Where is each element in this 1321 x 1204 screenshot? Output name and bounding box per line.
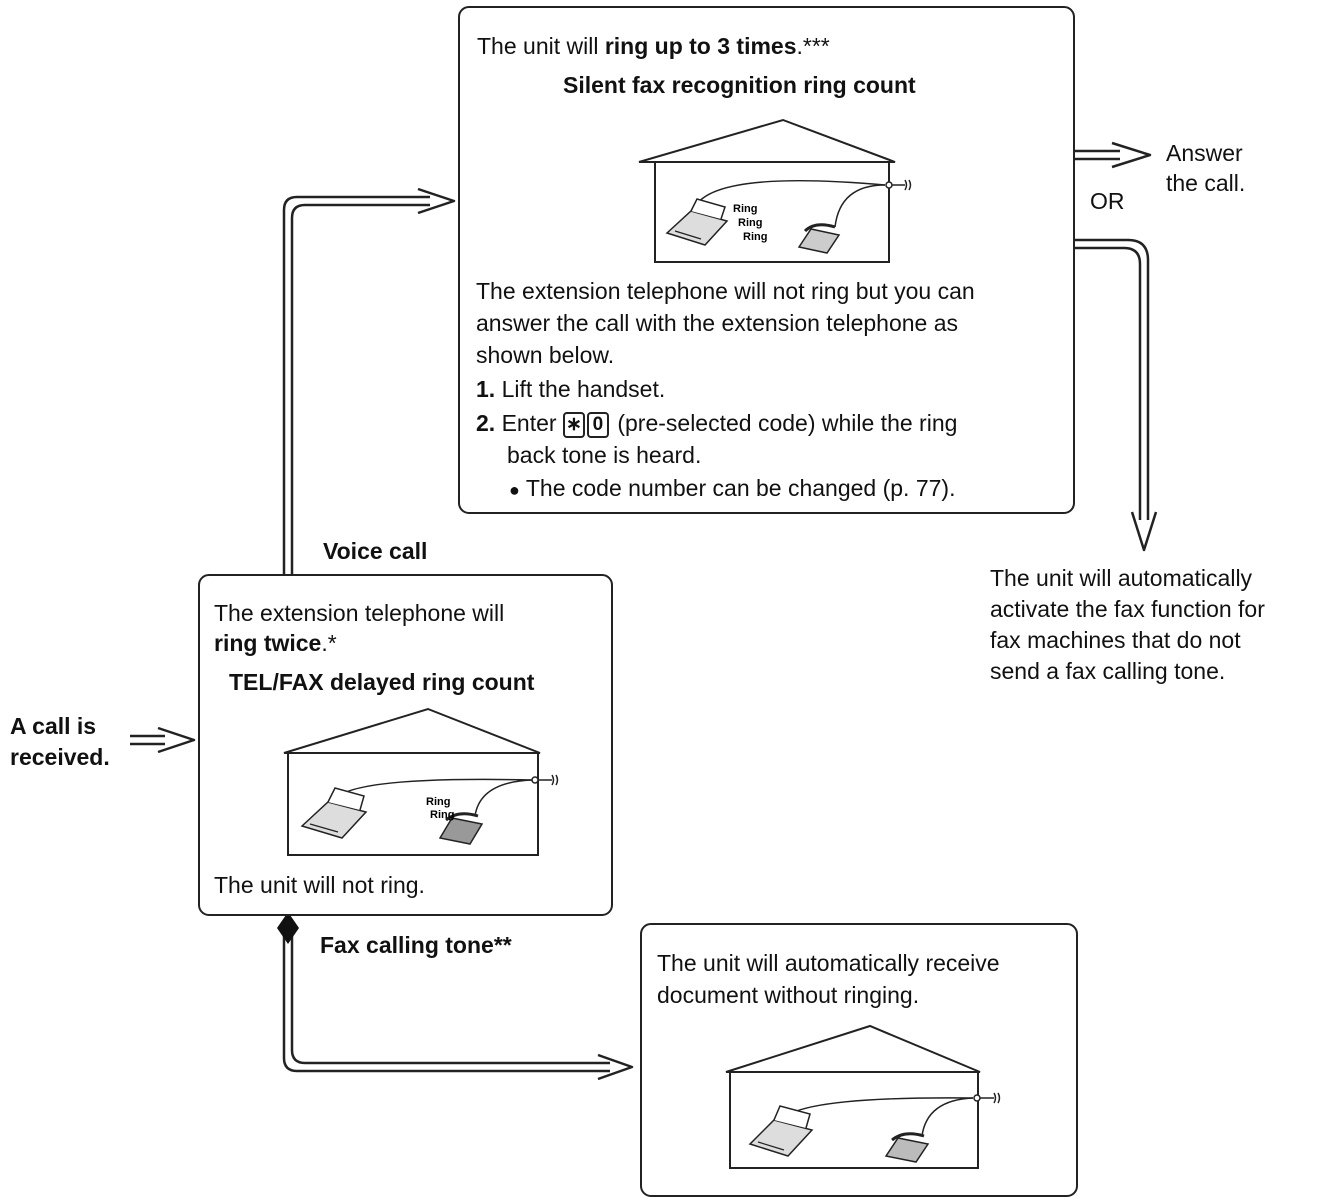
telephone-icon <box>797 223 841 254</box>
silent-fax-title: Silent fax recognition ring count <box>563 72 916 98</box>
answer-label-2: the call. <box>1166 170 1246 196</box>
top-ring-bold: ring up to 3 times <box>604 33 797 59</box>
code-note: ● The code number can be changed (p. 77)… <box>509 473 955 505</box>
fax-machine-icon <box>300 787 368 839</box>
auto-4: send a fax calling tone. <box>990 658 1226 684</box>
mid-line-1: The extension telephone will <box>214 600 505 626</box>
step-1-text: Lift the handset. <box>501 376 666 402</box>
auto-receive-box <box>640 923 1078 1197</box>
step-1-number: 1. <box>476 376 496 402</box>
branch-diamond <box>277 912 299 944</box>
ring-twice-bold: ring twice <box>214 630 322 656</box>
top-ring-line: The unit will ring up to 3 times.*** <box>477 31 830 61</box>
telephone-icon <box>884 1132 930 1163</box>
ring-word: Ring <box>430 809 454 821</box>
ring-word: Ring <box>738 217 762 229</box>
step-2-cont: back tone is heard. <box>507 442 702 468</box>
step-2: 2. Enter ∗0 (pre-selected code) while th… <box>476 408 957 438</box>
zero-key-icon: 0 <box>586 412 609 438</box>
fax-machine-icon <box>665 198 729 246</box>
house-scene-silent: Ring Ring Ring <box>638 118 912 263</box>
tel-fax-box <box>198 574 613 916</box>
step-1: 1. Lift the handset. <box>476 374 665 404</box>
mid-footer: The unit will not ring. <box>214 872 425 898</box>
mid-line-2: ring twice.* <box>214 628 337 658</box>
bottom-line-1: The unit will automatically receive <box>657 950 1000 976</box>
bullet-icon: ● <box>509 480 520 500</box>
auto-3: fax machines that do not <box>990 627 1241 653</box>
ring-word: Ring <box>426 796 450 808</box>
ring-word: Ring <box>733 203 757 215</box>
fax-machine-icon <box>748 1105 814 1157</box>
star-key-icon: ∗ <box>562 412 585 438</box>
house-scene-telfax: Ring Ring <box>283 707 559 856</box>
or-label: OR <box>1090 188 1125 214</box>
silent-fax-box <box>458 6 1075 514</box>
step-2-pre: Enter <box>501 410 557 436</box>
top-desc-3: shown below. <box>476 342 615 368</box>
ring-word: Ring <box>743 231 767 243</box>
voice-call-label: Voice call <box>323 538 428 564</box>
call-received-2: received. <box>10 744 110 770</box>
fax-tone-label: Fax calling tone** <box>320 932 512 958</box>
call-received-1: A call is <box>10 713 97 739</box>
bottom-line-2: document without ringing. <box>657 982 920 1008</box>
step-2-post: (pre-selected code) while the ring <box>617 410 958 436</box>
code-note-text: The code number can be changed (p. 77). <box>525 475 956 501</box>
top-desc-1: The extension telephone will not ring bu… <box>476 278 975 304</box>
top-ring-post: .*** <box>796 33 830 59</box>
ring-twice-post: .* <box>321 630 337 656</box>
auto-2: activate the fax function for <box>990 596 1265 622</box>
telephone-icon <box>438 812 484 845</box>
house-scene-auto <box>725 1024 1001 1169</box>
top-ring-pre: The unit will <box>477 33 605 59</box>
tel-fax-title: TEL/FAX delayed ring count <box>229 669 535 695</box>
step-2-number: 2. <box>476 410 496 436</box>
top-desc-2: answer the call with the extension telep… <box>476 310 959 336</box>
answer-label-1: Answer <box>1166 140 1243 166</box>
auto-1: The unit will automatically <box>990 565 1253 591</box>
